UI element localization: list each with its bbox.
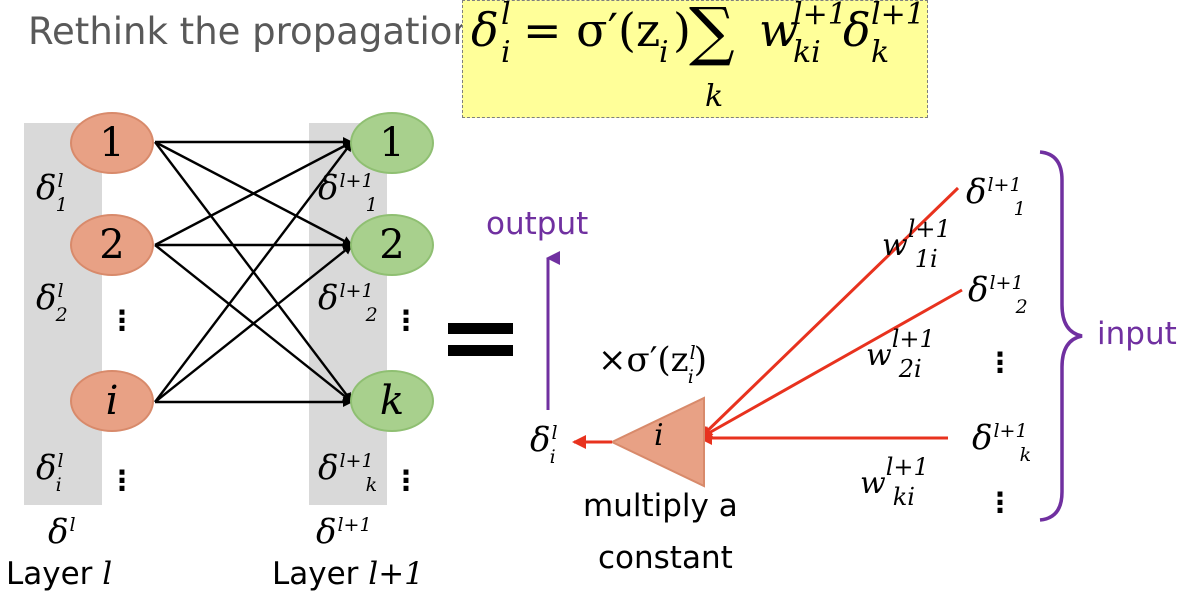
formula-box: δ l i = σ′(z i ) ∑ k w l+1 ki δ l+1 k xyxy=(462,0,928,118)
page-title: Rethink the propagation xyxy=(28,10,476,53)
multiplier-label: ×σ′(zli) xyxy=(598,340,708,388)
input-delta-1: δl+11 xyxy=(966,172,1026,220)
layer-l1-label: Layer l+1 xyxy=(272,556,424,592)
formula-delta2-sub: k xyxy=(871,35,890,70)
layer-l1-vector: δl+1 xyxy=(316,512,372,552)
formula-sigma-term: = σ′(z xyxy=(523,3,661,57)
formula-delta2-sup: l+1 xyxy=(871,0,925,32)
vdots-input-bottom: ⋮ xyxy=(986,486,1014,519)
formula-sum-index: k xyxy=(705,79,724,114)
neuron-triangle xyxy=(609,396,705,488)
node-l1-2: 2 xyxy=(350,214,434,276)
network-edges xyxy=(154,137,353,407)
input-delta-2: δl+12 xyxy=(968,270,1028,318)
edge-i-2 xyxy=(154,244,353,403)
neuron-label: i xyxy=(654,418,664,453)
node-l-2: 2 xyxy=(70,214,154,276)
delta-l1-2: δl+12 xyxy=(318,278,378,326)
formula-w-sub: ki xyxy=(793,35,821,70)
vdots-l1-mid: ⋮ xyxy=(392,304,420,337)
formula-lhs-sup: l xyxy=(501,0,511,32)
formula-lhs-delta: δ xyxy=(471,3,499,57)
input-delta-k: δl+1k xyxy=(972,418,1032,466)
layer-l1-band xyxy=(309,123,387,505)
weight-ki: wl+1ki xyxy=(860,453,929,511)
input-label: input xyxy=(1097,316,1177,352)
edge-2-1 xyxy=(154,140,353,247)
vdots-l-mid: ⋮ xyxy=(108,304,136,337)
vdots-input-mid: ⋮ xyxy=(986,346,1014,379)
layer-l-label: Layer l xyxy=(6,556,113,592)
formula-lhs-sub: i xyxy=(501,35,511,70)
delta-l-1: δl1 xyxy=(36,168,68,216)
equals-bar-bottom xyxy=(448,345,513,356)
caption-line1: multiply a xyxy=(583,488,738,524)
node-l1-k: k xyxy=(350,370,434,432)
vdots-l-bottom: ⋮ xyxy=(108,464,136,497)
formula-close-paren: ) xyxy=(673,3,691,57)
delta-l-i: δli xyxy=(36,448,64,496)
node-l1-1: 1 xyxy=(350,112,434,174)
weight-1i: wl+11i xyxy=(882,215,951,273)
weight-2i: wl+12i xyxy=(866,325,935,383)
formula-delta2: δ xyxy=(843,3,871,57)
formula-w-sup: l+1 xyxy=(793,0,847,32)
caption-line2: constant xyxy=(598,540,733,576)
delta-l1-k: δl+1k xyxy=(318,448,378,496)
edge-i-1 xyxy=(154,141,353,403)
output-label: output xyxy=(486,206,589,242)
layer-l-band xyxy=(24,123,102,505)
node-l-1: 1 xyxy=(70,112,154,174)
input-brace xyxy=(1039,150,1083,522)
formula-sum-symbol: ∑ xyxy=(689,0,735,69)
delta-l1-1: δl+11 xyxy=(318,168,378,216)
equals-bar-top xyxy=(448,323,513,334)
layer-l-vector: δl xyxy=(48,512,76,552)
input-edge-2 xyxy=(698,288,963,440)
input-edge-1 xyxy=(698,186,960,440)
formula-w: w xyxy=(759,3,799,57)
node-l-i: i xyxy=(70,370,154,432)
vdots-l1-bottom: ⋮ xyxy=(392,464,420,497)
formula-z-sub: i xyxy=(659,35,669,70)
output-delta: δli xyxy=(530,420,558,468)
delta-l-2: δl2 xyxy=(36,278,68,326)
